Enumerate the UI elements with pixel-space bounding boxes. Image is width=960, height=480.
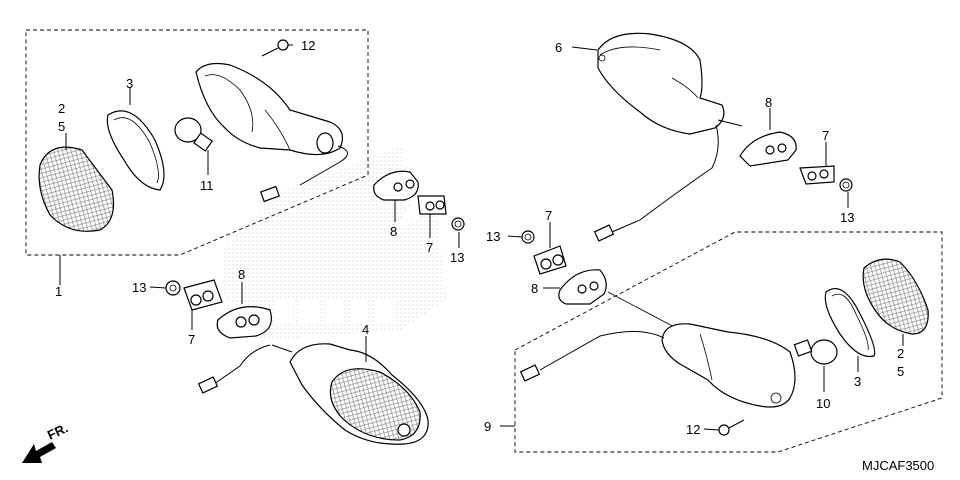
left-gasket — [106, 110, 165, 191]
left-screw — [261, 39, 289, 57]
upper-left-mount — [373, 170, 465, 231]
callout-3-left: 3 — [126, 76, 133, 91]
front-turn-signal — [593, 32, 743, 242]
callout-13-upper-right: 13 — [840, 210, 854, 225]
callout-7-upper-left: 7 — [426, 240, 433, 255]
callout-12-left: 12 — [301, 38, 315, 53]
lower-left-mount — [165, 279, 272, 339]
callout-10: 10 — [816, 396, 830, 411]
callout-4: 4 — [362, 322, 369, 337]
callout-8-middle: 8 — [531, 281, 538, 296]
callout-2-left: 2 — [58, 101, 65, 116]
callout-3-right: 3 — [854, 374, 861, 389]
callout-13-upper-left: 13 — [450, 250, 464, 265]
upper-right-mount — [739, 131, 853, 192]
right-assembly-frame — [500, 231, 943, 453]
right-bulb — [793, 339, 838, 365]
callout-8-lower-left: 8 — [238, 267, 245, 282]
right-lens — [862, 258, 929, 335]
right-screw — [718, 419, 745, 436]
left-bulb — [174, 117, 214, 152]
front-direction-arrow: FR. — [22, 420, 70, 463]
callout-7-lower-left: 7 — [188, 332, 195, 347]
diagram-code: MJCAF3500 — [862, 458, 934, 473]
front-direction-label: FR. — [45, 420, 70, 442]
callout-labels: 12 3 2 5 11 1 8 7 13 6 8 7 13 13 7 8 13 … — [55, 38, 904, 437]
middle-mount — [521, 230, 681, 331]
callout-5-right: 5 — [897, 364, 904, 379]
rear-turn-signal — [197, 343, 429, 445]
callout-11: 11 — [200, 178, 214, 193]
left-assembly-frame — [25, 29, 369, 285]
callout-7-middle: 7 — [545, 208, 552, 223]
callout-2-right: 2 — [897, 346, 904, 361]
callout-12-right: 12 — [686, 422, 700, 437]
callout-13-middle: 13 — [486, 229, 500, 244]
callout-1: 1 — [55, 284, 62, 299]
callout-7-upper-right: 7 — [822, 128, 829, 143]
left-housing — [195, 62, 348, 203]
callout-13-lower-left: 13 — [132, 280, 146, 295]
callout-8-upper-right: 8 — [765, 95, 772, 110]
callout-9: 9 — [484, 419, 491, 434]
callout-8-upper-left: 8 — [390, 224, 397, 239]
right-gasket — [824, 288, 876, 358]
callout-5-left: 5 — [58, 119, 65, 134]
right-housing — [519, 323, 796, 408]
leader-lines — [65, 44, 904, 431]
callout-6: 6 — [555, 40, 562, 55]
left-lens — [38, 146, 115, 232]
